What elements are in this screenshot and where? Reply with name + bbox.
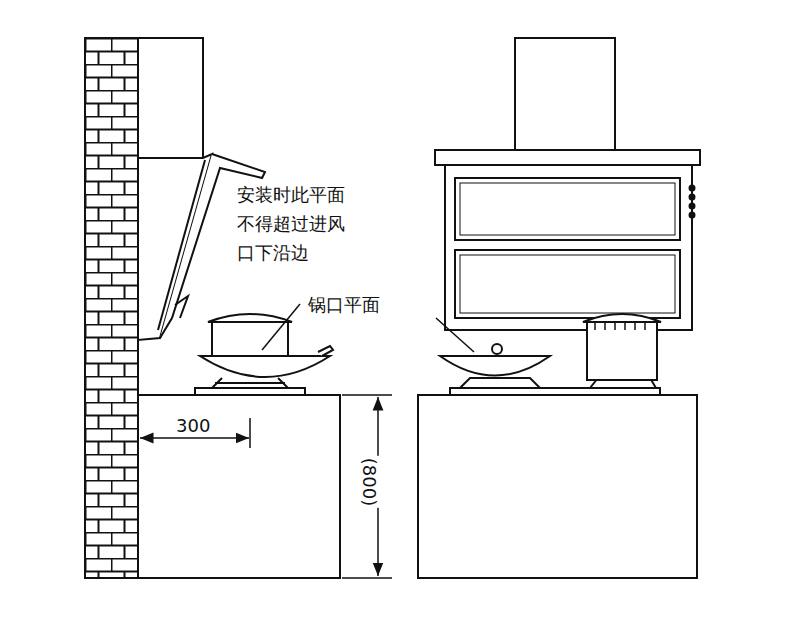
hood-button [690,195,695,200]
leader-line [262,304,300,350]
hood-chimney [515,38,615,150]
wok-knob [492,344,502,354]
hood-filter [455,250,680,318]
right-cooktop [450,388,660,395]
steam-pot-lid [583,314,661,322]
hood-button [690,204,695,209]
hood-chimney [138,38,203,158]
hood-filter-inner [460,255,675,313]
dimension-value: (800) [359,455,379,507]
hood-body [445,165,692,330]
pot-rim-label: 锅口平面 [308,290,380,319]
hood-filter-inner [460,183,675,235]
wok-handle [318,346,333,356]
hood-button [690,213,695,218]
extension-line [342,394,392,396]
front-range-hood [435,38,700,330]
steam-pot [587,322,657,380]
hood-button [690,186,695,191]
left-pot [212,322,288,356]
right-cabinet [418,395,697,578]
hood-top-band [435,150,700,165]
extension-line [342,577,392,579]
install-note: 安装时此平面 不得超过进风 口下沿边 [237,180,361,267]
pot-lid [208,314,292,322]
hood-handle [175,296,188,318]
left-burner [212,378,288,388]
dimension-tick [249,418,251,448]
steam-pot-ridges [595,322,645,330]
hood-edge [158,160,205,330]
left-cooktop [195,388,305,395]
brick-wall [85,38,138,578]
right-wok [440,356,550,376]
left-wok [200,356,330,377]
dimension-value: 300 [176,411,210,440]
dimension-line [140,437,249,439]
left-cabinet [138,395,340,578]
leader-line [436,318,474,352]
hood-filter [455,178,680,240]
hood-body [138,154,212,340]
